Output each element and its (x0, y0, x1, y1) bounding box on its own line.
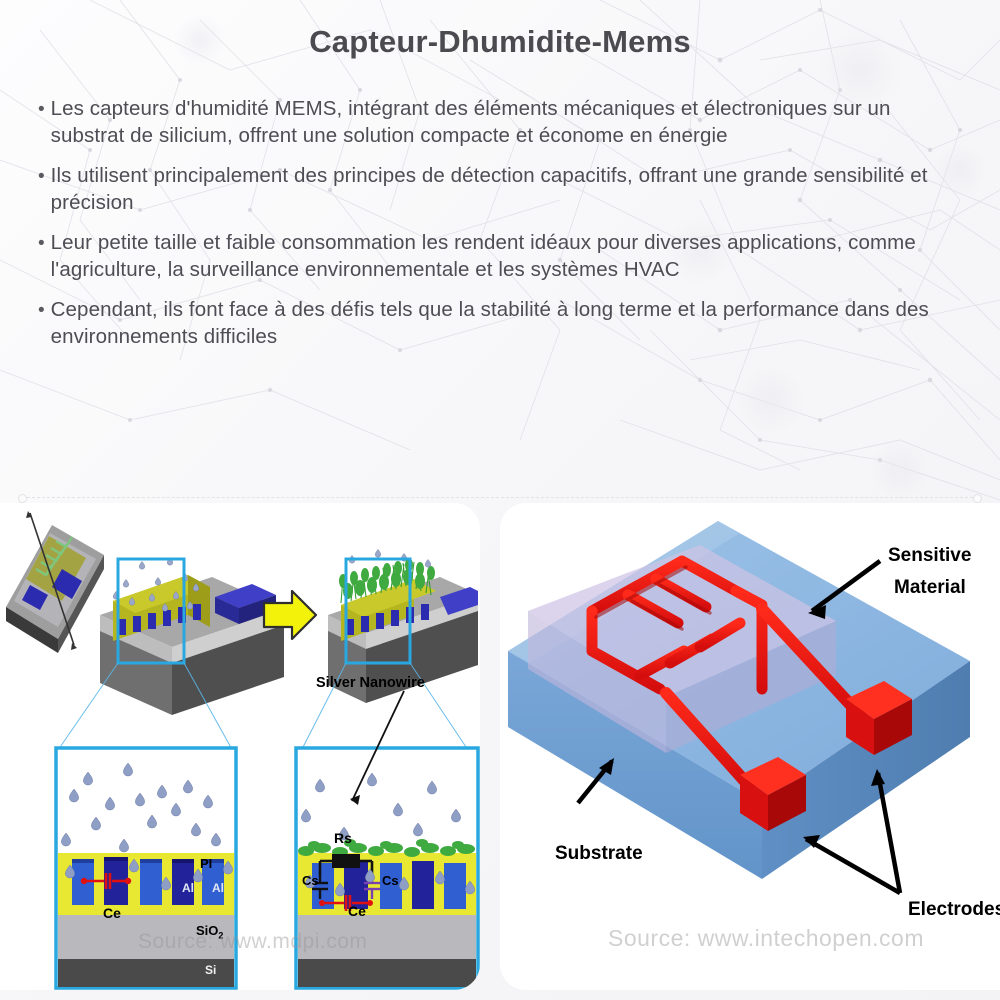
bullet-list: • Les capteurs d'humidité MEMS, intégran… (38, 96, 968, 364)
label-sio2: SiO2 (196, 923, 223, 941)
mems-fabrication-diagram (0, 503, 480, 990)
bullet-marker: • (38, 233, 45, 254)
annotation-arrows (576, 559, 903, 895)
sensor-block-after (328, 549, 478, 703)
label-rs: Rs (334, 830, 352, 846)
bullet-item: • Ils utilisent principalement des princ… (38, 163, 968, 216)
bullet-text: Leur petite taille et faible consommatio… (50, 231, 916, 281)
electrode-pad-upper (846, 681, 912, 755)
electrode-pattern-shadow (594, 565, 712, 631)
label-cs-2: Cs (382, 873, 399, 888)
section-divider (18, 494, 982, 503)
label-pi: PI (200, 856, 213, 871)
label-ce-right: Ce (348, 903, 366, 919)
label-ce-left: Ce (103, 905, 121, 921)
bullet-item: • Les capteurs d'humidité MEMS, intégran… (38, 96, 968, 149)
bullet-marker: • (38, 166, 45, 187)
electrode-pad-lower (740, 757, 806, 831)
figure-panel-right: Sensitive Material Substrate Electrodes (500, 503, 1000, 990)
label-electrodes: Electrodes (908, 899, 1000, 920)
label-cs-1: Cs (302, 873, 319, 888)
figure-panel-left: PI Al Al Ce SiO2 Si Rs Cs Cs Ce Silver N… (0, 503, 480, 990)
label-silver-nanowire: Silver Nanowire (316, 675, 425, 691)
label-sensitive-material-line1: Sensitive (888, 545, 972, 566)
label-si: Si (205, 963, 217, 977)
process-arrow (262, 589, 318, 641)
label-substrate: Substrate (555, 843, 643, 864)
isometric-chip-overview (6, 511, 104, 653)
capacitive-sensor-3d-diagram (500, 503, 1000, 990)
bullet-marker: • (38, 300, 45, 321)
bullet-item: • Cependant, ils font face à des défis t… (38, 297, 968, 350)
label-al-1: Al (182, 881, 194, 895)
label-al-2: Al (212, 881, 224, 895)
label-sio2-text: SiO (196, 923, 219, 938)
label-sio2-sub: 2 (218, 930, 224, 941)
bullet-text: Cependant, ils font face à des défis tel… (50, 298, 929, 348)
bullet-item: • Leur petite taille et faible consommat… (38, 230, 968, 283)
cross-section-before (54, 746, 238, 990)
bullet-text: Les capteurs d'humidité MEMS, intégrant … (50, 97, 891, 147)
page-title: Capteur-Dhumidite-Mems (309, 24, 691, 59)
sensor-block-before (100, 557, 284, 715)
cross-section-after (294, 690, 480, 990)
interdigitated-electrode-pattern (586, 555, 768, 695)
bullet-marker: • (38, 99, 45, 120)
label-sensitive-material-line2: Material (894, 577, 966, 598)
bullet-text: Ils utilisent principalement des princip… (50, 164, 928, 214)
